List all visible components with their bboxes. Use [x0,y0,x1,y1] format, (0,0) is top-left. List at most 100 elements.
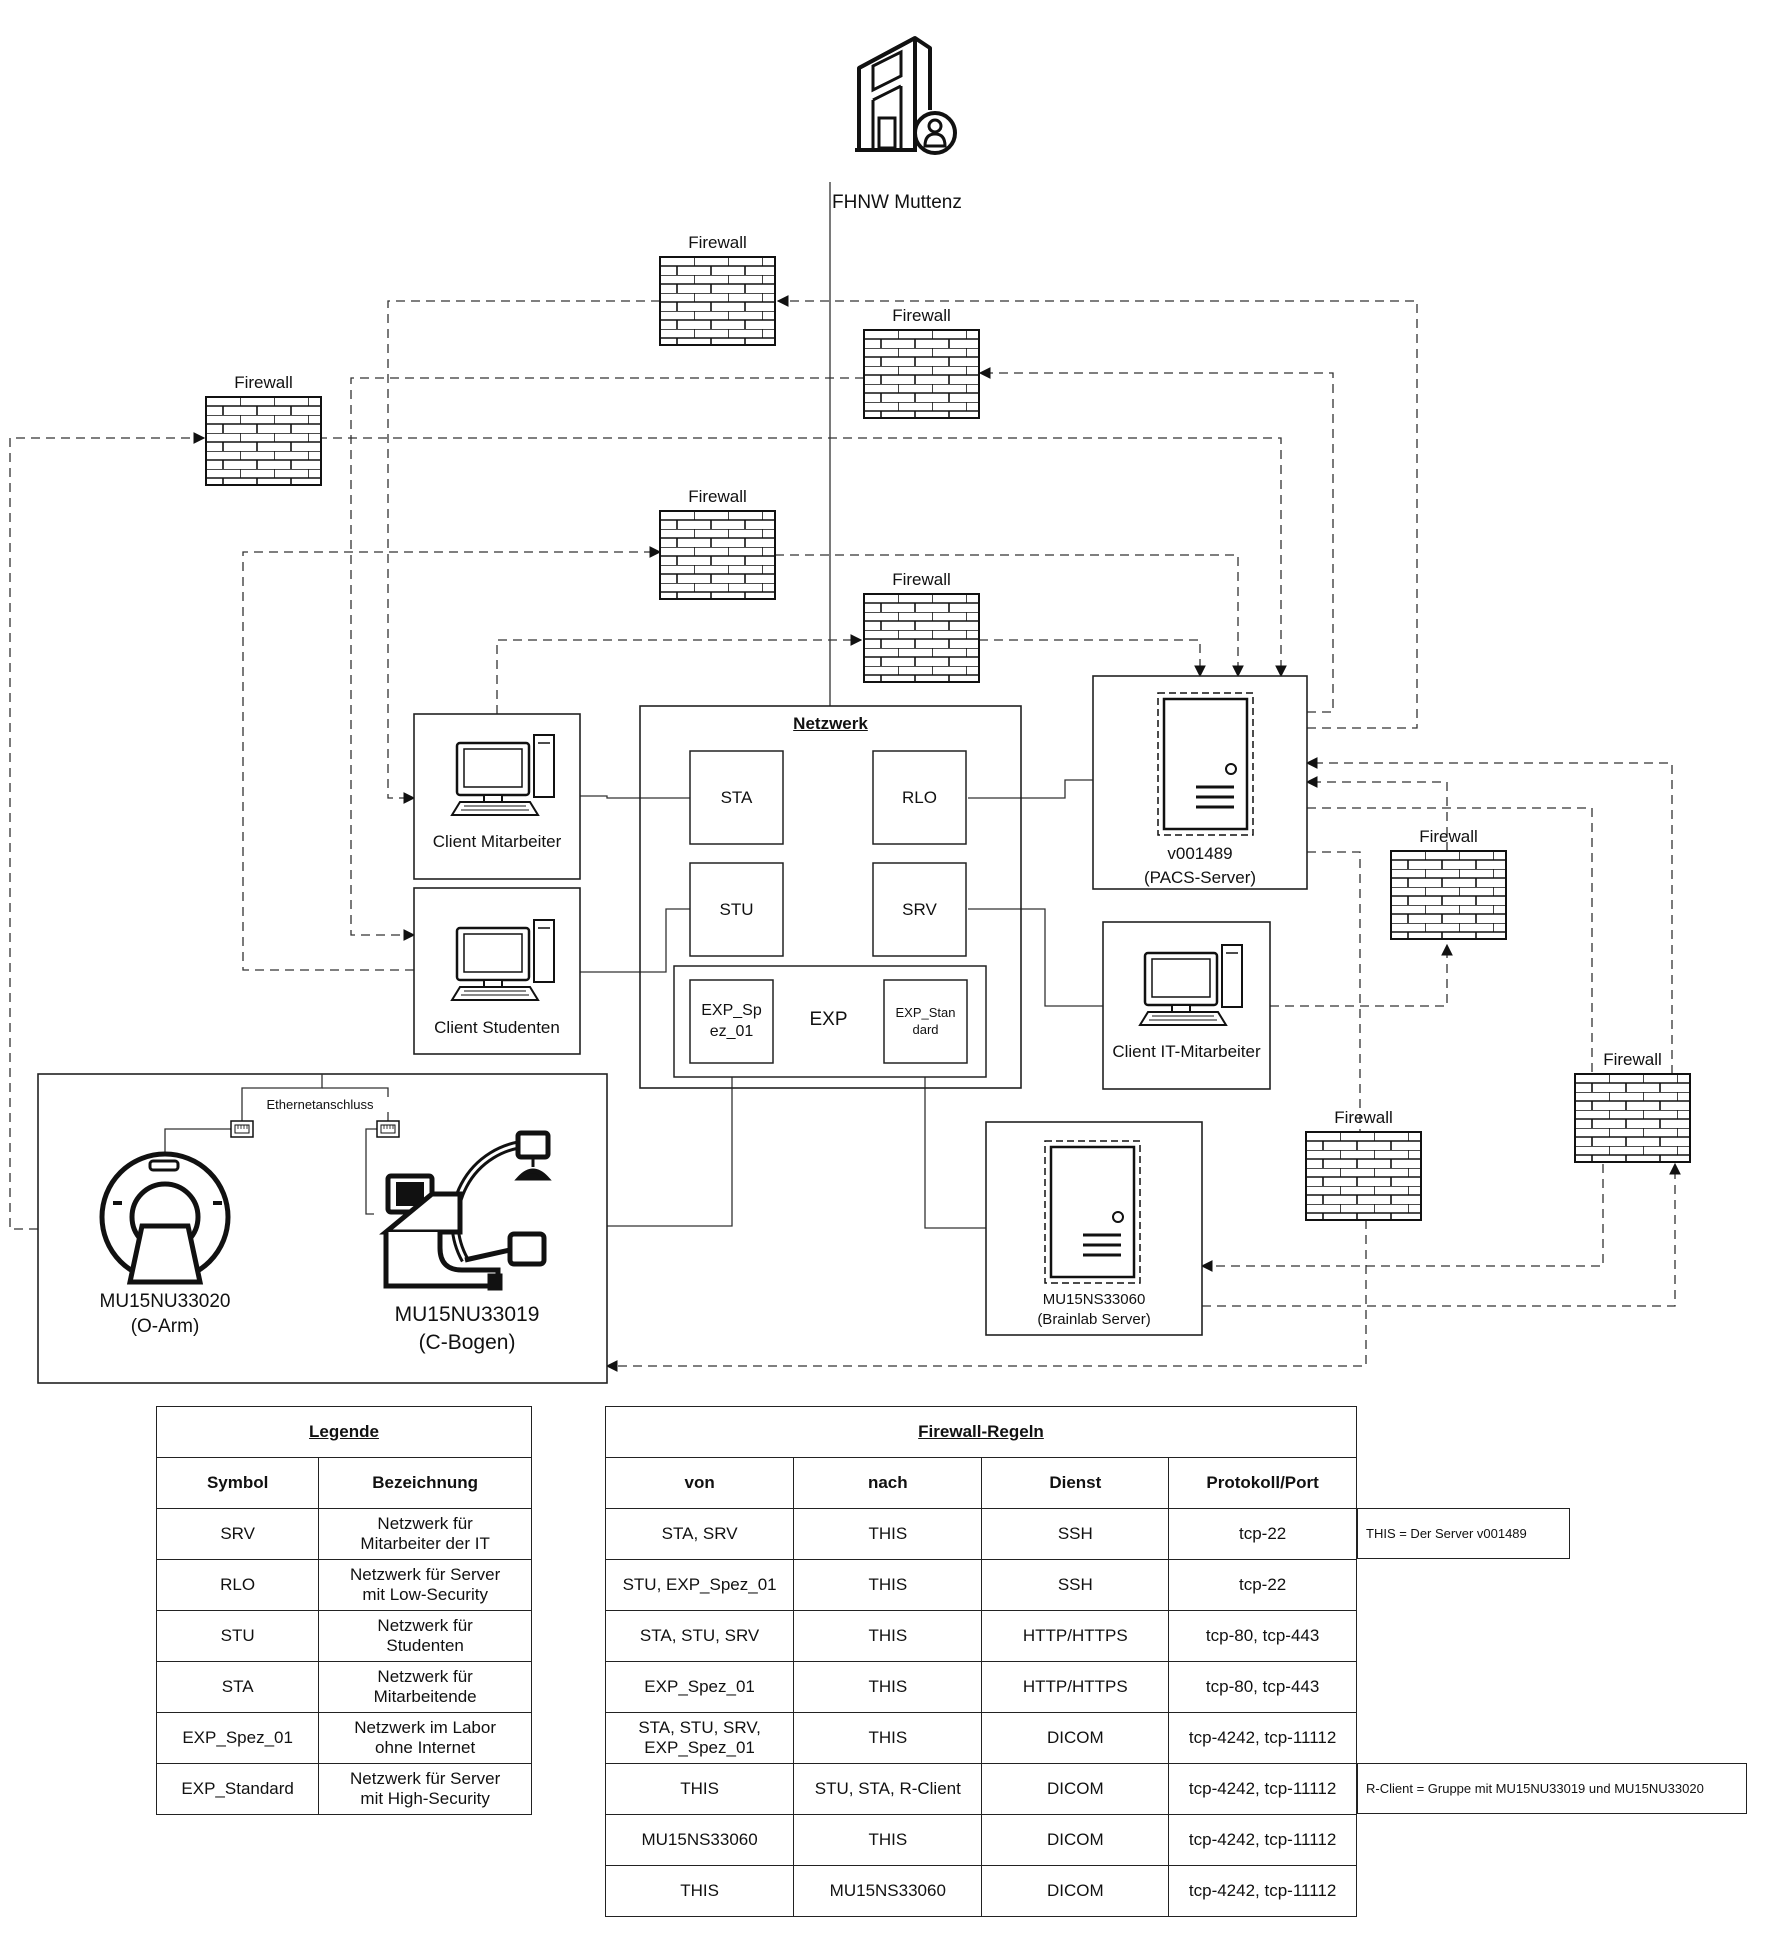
firewall-1 [659,256,776,346]
rules-cell: EXP_Spez_01 [604,1661,795,1713]
pacs-server-role: (PACS-Server) [1143,868,1257,887]
client-it-label: Client IT-Mitarbeiter [1112,1042,1261,1061]
ethernet-port-icon [230,1120,254,1138]
rules-cell: THIS [793,1559,983,1611]
legend-cell: Netzwerk für Studenten [318,1610,532,1662]
rules-cell: DICOM [981,1865,1170,1917]
firewall-rules-table: Firewall-Regeln von nach Dienst Protokol… [604,1406,1357,1917]
rules-cell: STU, STA, R-Client [793,1763,983,1815]
rules-header-protokoll: Protokoll/Port [1168,1457,1357,1509]
rules-cell: THIS [793,1814,983,1866]
building-icon [855,36,957,155]
rules-header-nach: nach [793,1457,983,1509]
client-studenten-label: Client Studenten [434,1018,560,1037]
legend-cell: Netzwerk für Server mit High-Security [318,1763,532,1815]
firewall-8 [1574,1073,1691,1163]
rules-header-dienst: Dienst [981,1457,1170,1509]
zone-stu-label: STU [719,899,754,919]
client-mitarbeiter-label: Client Mitarbeiter [432,832,562,851]
zone-srv-label: SRV [902,899,937,919]
network-box [639,705,1022,1089]
zone-sta [689,750,784,845]
firewall-7-label: Firewall [1334,1108,1393,1127]
cbogen-role: (C-Bogen) [418,1331,516,1354]
rules-cell: STA, SRV [604,1508,795,1560]
zone-exp-spez [689,979,774,1064]
zone-exp-standard [883,979,968,1064]
rules-cell: STU, EXP_Spez_01 [604,1559,795,1611]
campus-label: FHNW Muttenz [832,192,962,213]
legend-cell: EXP_Standard [155,1763,320,1815]
rules-cell: STA, STU, SRV, EXP_Spez_01 [604,1712,795,1764]
cbogen-name: MU15NU33019 [394,1303,540,1326]
rules-cell: HTTP/HTTPS [981,1610,1170,1662]
rules-cell: MU15NS33060 [604,1814,795,1866]
legend-cell: STU [155,1610,320,1662]
zone-stu [689,862,784,957]
note-this: THIS = Der Server v001489 [1357,1508,1570,1559]
rules-cell: THIS [793,1712,983,1764]
network-title: Netzwerk [793,714,868,733]
legend-cell: STA [155,1661,320,1713]
pacs-server-name: v001489 [1167,844,1233,863]
server-icon [1043,1139,1142,1285]
zone-rlo-label: RLO [902,787,937,807]
brainlab-server-role: (Brainlab Server) [1037,1311,1151,1328]
zone-exp-spez-label: EXP_Sp ez_01 [701,1001,762,1040]
o-arm-icon [99,1151,231,1285]
oarm-role: (O-Arm) [130,1316,200,1337]
rules-cell: THIS [793,1508,983,1560]
rules-cell: STA, STU, SRV [604,1610,795,1662]
firewall-3-label: Firewall [234,373,293,392]
firewall-2 [863,329,980,419]
zone-srv [872,862,967,957]
c-arm-icon [379,1130,552,1291]
oarm-name: MU15NU33020 [99,1291,231,1312]
rules-cell: HTTP/HTTPS [981,1661,1170,1713]
rules-cell: tcp-4242, tcp-11112 [1168,1814,1357,1866]
legend-header-bezeichnung: Bezeichnung [318,1457,532,1509]
rules-cell: THIS [793,1610,983,1662]
rules-cell: DICOM [981,1814,1170,1866]
rules-cell: SSH [981,1559,1170,1611]
firewall-4-label: Firewall [688,487,747,506]
legend-cell: RLO [155,1559,320,1611]
legend-header-symbol: Symbol [155,1457,320,1509]
network-links [580,779,1103,1229]
rules-cell: tcp-80, tcp-443 [1168,1661,1357,1713]
rules-cell: SSH [981,1508,1170,1560]
rules-cell: THIS [793,1661,983,1713]
rules-title: Firewall-Regeln [605,1406,1357,1458]
rules-cell: tcp-4242, tcp-11112 [1168,1763,1357,1815]
firewall-5 [863,593,980,683]
zone-sta-label: STA [720,787,753,807]
legend-cell: Netzwerk für Server mit Low-Security [318,1559,532,1611]
firewall-1-label: Firewall [688,233,747,252]
ethernet-label: Ethernetanschluss [250,1097,390,1112]
firewall-4 [659,510,776,600]
rules-cell: tcp-4242, tcp-11112 [1168,1712,1357,1764]
firewall-6 [1390,850,1507,940]
legend-cell: Netzwerk für Mitarbeiter der IT [318,1508,532,1560]
brainlab-server-name: MU15NS33060 [1042,1291,1146,1308]
legend-title: Legende [156,1406,532,1458]
rules-cell: tcp-22 [1168,1559,1357,1611]
legend-cell: SRV [155,1508,320,1560]
rules-cell: THIS [604,1763,795,1815]
firewall-8-label: Firewall [1603,1050,1662,1069]
zone-rlo [872,750,967,845]
